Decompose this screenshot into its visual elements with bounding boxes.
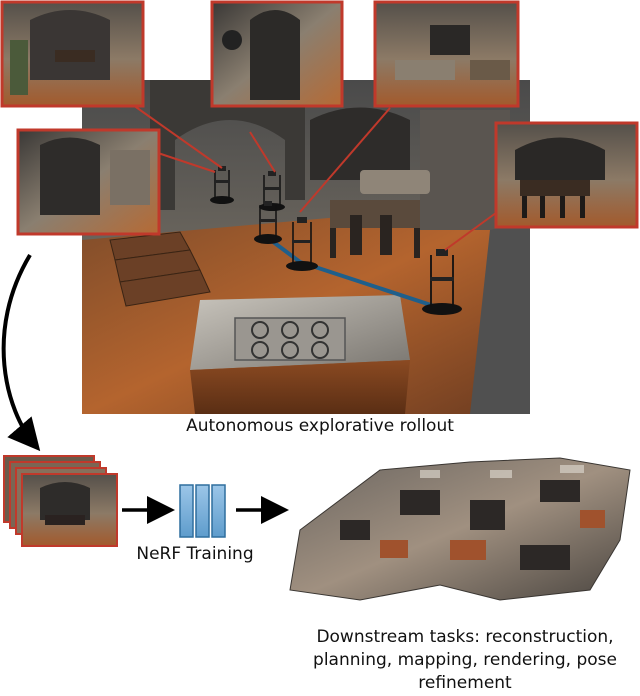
- curved-arrow-to-frames: [4, 255, 35, 445]
- downstream-line-3: refinement: [292, 672, 638, 692]
- inset-view-2: [212, 2, 342, 106]
- downstream-caption: Downstream tasks: reconstruction, planni…: [292, 626, 638, 692]
- downstream-line-1: Downstream tasks: reconstruction,: [292, 626, 638, 649]
- inset-view-3: [375, 2, 518, 106]
- reconstruction-mesh: [290, 458, 630, 600]
- downstream-line-2: planning, mapping, rendering, pose: [292, 649, 638, 672]
- rollout-caption: Autonomous explorative rollout: [120, 416, 520, 436]
- nerf-training-label: NeRF Training: [120, 544, 270, 564]
- inset-view-5: [496, 123, 637, 227]
- nerf-network-icon: [180, 485, 225, 537]
- frame-stack: [4, 456, 117, 546]
- inset-view-4: [18, 130, 159, 234]
- inset-view-1: [2, 2, 143, 106]
